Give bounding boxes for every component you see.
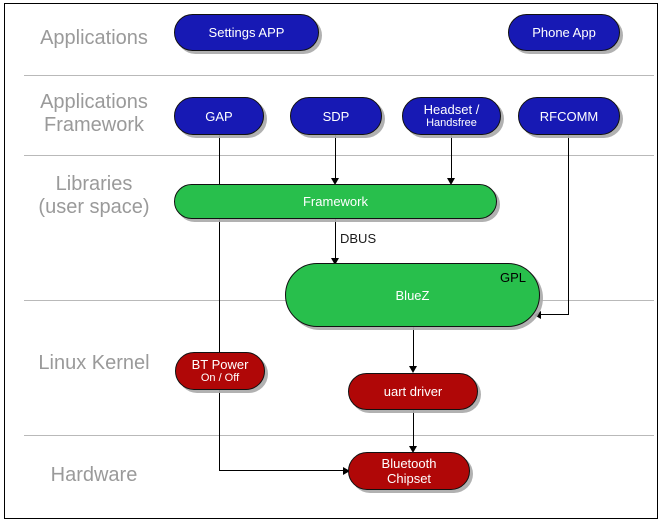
node-label-settings-app: Settings APP	[208, 25, 285, 40]
connector-uart-to-chipset	[413, 410, 414, 448]
node-label-bluez: BlueZ	[395, 287, 430, 303]
arrow-uart-to-chipset	[409, 446, 417, 453]
node-tag-gpl: GPL	[499, 270, 526, 285]
row-label-libraries: Libraries (user space)	[38, 173, 150, 218]
connector-bluez-to-uart	[413, 327, 414, 368]
node-uart-driver[interactable]: uart driver	[348, 373, 478, 410]
separator-applications-framework	[24, 75, 654, 76]
node-label-sdp: SDP	[322, 108, 350, 124]
node-bluez[interactable]: GPL BlueZ	[285, 263, 540, 327]
node-label-bt-power-line2: On / Off	[200, 372, 240, 384]
node-sdp[interactable]: SDP	[290, 97, 382, 135]
node-bluetooth-chipset[interactable]: Bluetooth Chipset	[348, 452, 470, 490]
node-label-headset-line1: Headset /	[423, 102, 480, 117]
edge-label-dbus: DBUS	[340, 231, 377, 246]
node-label-gap: GAP	[205, 108, 233, 124]
separator-kernel-hardware	[24, 435, 654, 436]
connector-sdp-to-framework	[335, 135, 336, 179]
arrow-gap-to-chipset	[343, 467, 350, 475]
node-rfcomm[interactable]: RFCOMM	[518, 97, 620, 135]
connector-gap-horizontal	[219, 470, 349, 471]
node-settings-app[interactable]: Settings APP	[174, 14, 319, 51]
row-label-hardware: Hardware	[50, 464, 138, 486]
arrow-sdp-to-framework	[331, 178, 339, 185]
row-label-applications: Applications	[40, 27, 148, 49]
node-bt-power[interactable]: BT Power On / Off	[175, 352, 265, 390]
connector-rfcomm-horizontal	[540, 314, 569, 315]
connector-headset-to-framework	[451, 135, 452, 179]
node-label-chipset-line1: Bluetooth	[381, 456, 437, 471]
connector-framework-to-bluez	[335, 218, 336, 260]
node-label-bt-power-line1: BT Power	[191, 357, 249, 372]
row-label-applications-framework: Applications Framework	[40, 91, 148, 136]
node-label-framework: Framework	[302, 194, 368, 209]
node-label-phone-app: Phone App	[532, 25, 596, 40]
row-label-linux-kernel: Linux Kernel	[38, 352, 150, 374]
node-headset-handsfree[interactable]: Headset / Handsfree	[402, 97, 501, 135]
node-label-headset-line2: Handsfree	[426, 117, 477, 129]
separator-framework-libraries	[24, 155, 654, 156]
arrow-framework-to-bluez	[331, 258, 339, 265]
node-phone-app[interactable]: Phone App	[508, 14, 620, 51]
arrow-headset-to-framework	[447, 178, 455, 185]
node-gap[interactable]: GAP	[174, 97, 264, 135]
node-label-rfcomm: RFCOMM	[539, 108, 599, 124]
connector-gap-vertical	[219, 135, 220, 471]
node-label-chipset-line2: Chipset	[386, 471, 432, 486]
diagram-frame	[4, 3, 658, 519]
node-label-uart-driver: uart driver	[383, 384, 443, 399]
arrow-bluez-to-uart	[409, 366, 417, 373]
connector-rfcomm-vertical	[568, 135, 569, 315]
arrow-rfcomm-to-bluez	[534, 311, 541, 319]
node-framework[interactable]: Framework	[174, 184, 497, 219]
